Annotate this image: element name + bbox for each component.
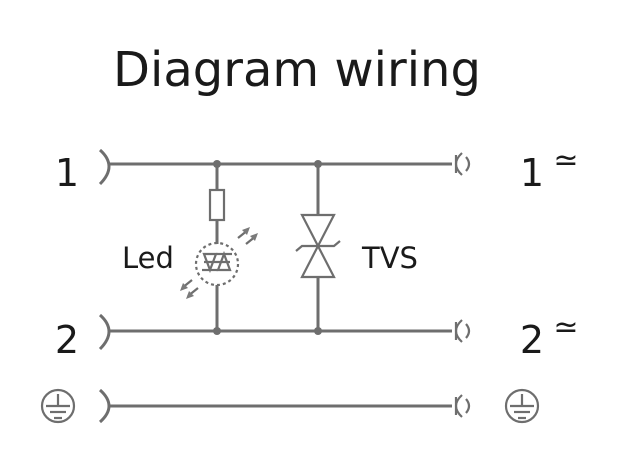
right-plug-ground-icon xyxy=(454,394,471,418)
right-plug-1-icon xyxy=(454,152,471,176)
left-pin-1-label: 1 xyxy=(55,151,79,195)
ac-symbol-1-icon: ≃ xyxy=(553,143,578,178)
right-plug-2-icon xyxy=(454,319,471,343)
left-socket-ground-icon xyxy=(98,388,111,424)
tvs-label: TVS xyxy=(361,241,418,275)
protective-earth-icon xyxy=(504,388,540,424)
tvs-branch xyxy=(295,164,341,331)
resistor-icon xyxy=(208,188,226,222)
led-icon xyxy=(202,250,232,274)
right-pin-2-label: 2 xyxy=(520,318,544,362)
protective-earth-icon xyxy=(40,388,76,424)
left-socket-1-icon xyxy=(98,148,111,186)
diagram-title: Diagram wiring xyxy=(113,42,481,98)
left-pin-2-label: 2 xyxy=(55,318,79,362)
ac-symbol-2-icon: ≃ xyxy=(553,310,578,345)
tvs-diode-icon xyxy=(295,213,341,279)
led-branch xyxy=(180,164,258,331)
led-label: Led xyxy=(122,241,174,275)
light-rays-icon xyxy=(180,227,258,299)
right-pin-1-label: 1 xyxy=(520,151,544,195)
led-housing-icon xyxy=(194,241,240,287)
left-socket-2-icon xyxy=(98,313,111,351)
